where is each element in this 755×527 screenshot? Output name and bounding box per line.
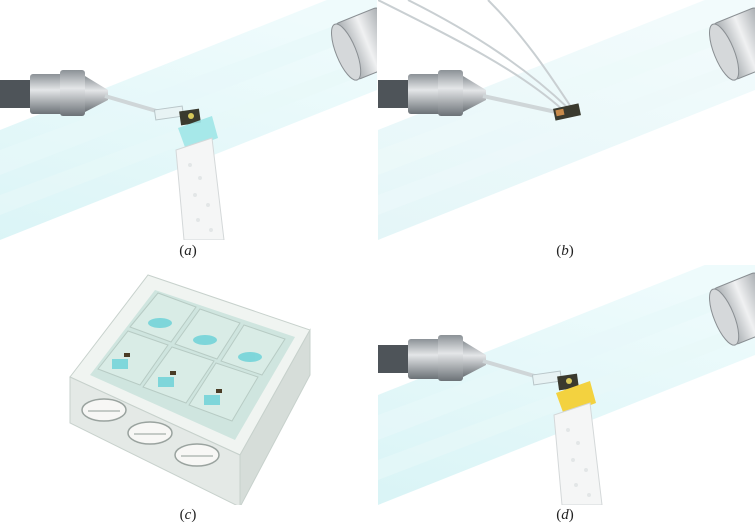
panel-c-illustration: [69, 274, 311, 505]
plate-openings: [81, 398, 220, 467]
capillary: [482, 359, 539, 379]
collimator-cap: [331, 7, 377, 81]
caption-d: (d): [556, 507, 574, 523]
goniometer-head: [378, 70, 486, 116]
goniometer-head: [0, 70, 108, 116]
panel-d-illustration: [378, 265, 755, 505]
filter-paper-strip: [553, 402, 603, 505]
caption-a: (a): [179, 243, 197, 259]
panel-b: [378, 0, 755, 240]
plate-wells: [97, 292, 286, 422]
panel-a: [0, 0, 377, 240]
tweezers: [378, 0, 574, 111]
capillary: [482, 94, 557, 114]
capillary: [104, 94, 161, 114]
cyan-droplets: [112, 318, 262, 405]
collimator-cap: [709, 7, 755, 81]
crystallization-plate: [69, 274, 311, 505]
caption-c: (c): [179, 507, 197, 523]
panel-d: [378, 265, 755, 505]
caption-d-letter: d: [561, 507, 569, 523]
goniometer-head: [378, 335, 486, 381]
caption-b-letter: b: [561, 243, 569, 259]
caption-b: (b): [556, 243, 574, 259]
caption-a-letter: a: [184, 243, 192, 259]
panel-c: [0, 265, 377, 505]
plate-chips: [124, 353, 222, 393]
panel-b-illustration: [378, 0, 755, 240]
collimator-cap: [709, 272, 755, 346]
panel-a-illustration: [0, 0, 377, 240]
sample-chip: [553, 103, 581, 121]
filter-paper-strip: [175, 137, 225, 240]
caption-c-letter: c: [184, 507, 192, 523]
